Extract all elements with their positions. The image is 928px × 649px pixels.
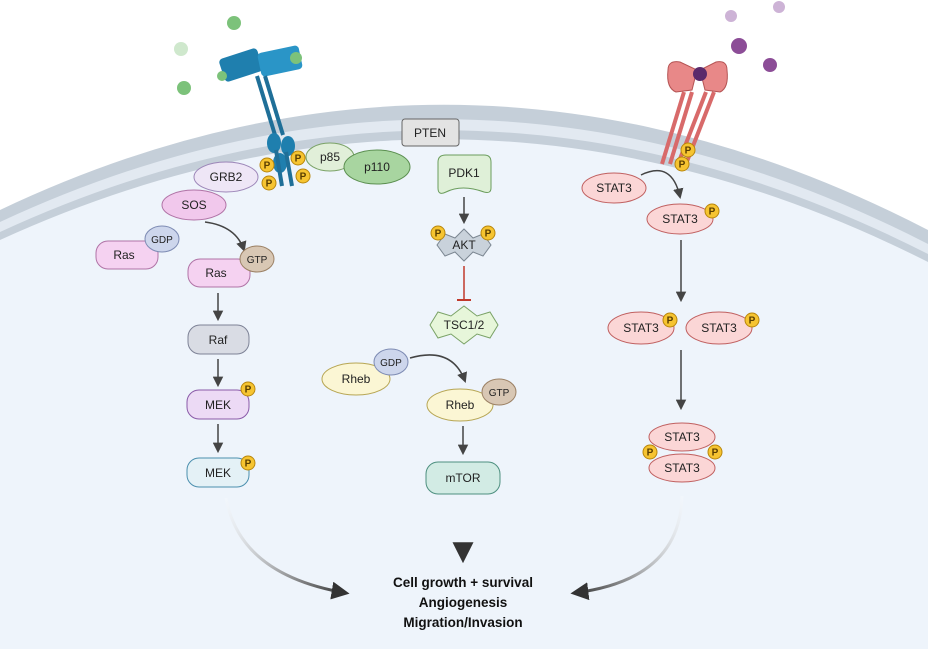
phospho-icon: P	[295, 168, 311, 184]
svg-text:STAT3: STAT3	[623, 321, 659, 335]
phospho-icon: P	[259, 157, 275, 173]
stat3-node-a: STAT3	[581, 172, 647, 204]
mapk-to-outcome-arrow	[224, 497, 350, 600]
svg-text:P: P	[485, 229, 492, 240]
rheb-active-node: Rheb	[426, 388, 494, 422]
pdk1-node: PDK1	[437, 154, 492, 194]
svg-text:STAT3: STAT3	[664, 461, 700, 475]
svg-text:P: P	[264, 161, 271, 172]
svg-text:STAT3: STAT3	[662, 212, 698, 226]
svg-text:Rheb: Rheb	[342, 372, 371, 386]
svg-text:P: P	[300, 172, 307, 183]
akt-inhibits-tsc	[457, 266, 471, 301]
svg-text:P: P	[709, 207, 716, 218]
phospho-icon: P	[680, 142, 696, 158]
stat3-node-c: STAT3	[607, 311, 675, 345]
svg-text:P: P	[667, 316, 674, 327]
svg-text:Raf: Raf	[209, 333, 228, 347]
grb2-node: GRB2	[193, 161, 259, 193]
svg-text:P: P	[245, 459, 252, 470]
phospho-icon: P	[704, 203, 720, 219]
phospho-icon: P	[430, 225, 446, 241]
svg-text:Rheb: Rheb	[446, 398, 475, 412]
rtk-ligands	[174, 16, 241, 95]
svg-text:p85: p85	[320, 150, 340, 164]
gdp-badge: GDP	[144, 225, 180, 253]
mtor-node: mTOR	[425, 461, 501, 495]
svg-text:Ras: Ras	[205, 266, 226, 280]
outcome-block: Cell growth + survival Angiogenesis Migr…	[393, 575, 533, 630]
rheb-activation-arrow	[409, 354, 467, 383]
mek-node-2: MEK	[186, 457, 250, 488]
svg-text:STAT3: STAT3	[596, 181, 632, 195]
gdp-badge: GDP	[373, 348, 409, 376]
svg-text:P: P	[295, 154, 302, 165]
phospho-icon: P	[744, 312, 760, 328]
svg-text:PTEN: PTEN	[414, 126, 446, 140]
svg-text:P: P	[679, 160, 686, 171]
svg-text:P: P	[712, 448, 719, 459]
svg-text:P: P	[245, 385, 252, 396]
stat3-node-b: STAT3	[646, 203, 714, 235]
phospho-icon: P	[290, 150, 306, 166]
mek-node-1: MEK	[186, 389, 250, 420]
phospho-icon: P	[240, 381, 256, 397]
stat-to-outcome-arrow	[570, 495, 684, 601]
sos-node: SOS	[161, 189, 227, 221]
pten-node: PTEN	[401, 118, 460, 147]
outcome-line-1: Cell growth + survival	[393, 575, 533, 590]
phospho-icon: P	[480, 225, 496, 241]
phospho-icon: P	[662, 312, 678, 328]
svg-text:GTP: GTP	[489, 388, 510, 399]
phospho-icon: P	[674, 156, 690, 172]
svg-text:P: P	[647, 448, 654, 459]
svg-text:P: P	[749, 316, 756, 327]
ras-active-node: Ras	[187, 258, 251, 288]
phospho-icon: P	[261, 175, 277, 191]
akt-node: AKT	[436, 228, 492, 262]
phospho-icon: P	[240, 455, 256, 471]
svg-text:P: P	[266, 179, 273, 190]
svg-text:P: P	[435, 229, 442, 240]
ras-activation-arrow	[204, 221, 247, 252]
stat3-node-d: STAT3	[685, 311, 753, 345]
stat3-phosphorylation-arrow	[640, 170, 684, 200]
svg-text:Ras: Ras	[113, 248, 134, 262]
stat3-dimer-top: STAT3	[648, 422, 716, 452]
svg-text:MEK: MEK	[205, 398, 231, 412]
svg-text:TSC1/2: TSC1/2	[444, 318, 485, 332]
stat3-dimer-bottom: STAT3	[648, 453, 716, 483]
svg-text:p110: p110	[364, 160, 390, 174]
phospho-icon: P	[642, 444, 658, 460]
svg-text:GTP: GTP	[247, 255, 268, 266]
gtp-badge: GTP	[239, 245, 275, 273]
svg-text:PDK1: PDK1	[448, 166, 480, 180]
svg-text:STAT3: STAT3	[664, 430, 700, 444]
svg-text:STAT3: STAT3	[701, 321, 737, 335]
raf-node: Raf	[187, 324, 250, 355]
ras-inactive-node: Ras	[95, 240, 159, 270]
tsc-node: TSC1/2	[429, 305, 499, 345]
svg-text:mTOR: mTOR	[445, 471, 480, 485]
svg-text:SOS: SOS	[181, 198, 206, 212]
outcome-line-2: Angiogenesis	[419, 595, 508, 610]
svg-text:GRB2: GRB2	[210, 170, 243, 184]
svg-text:GDP: GDP	[380, 358, 402, 369]
cytokine-ligands	[725, 1, 785, 72]
rtk-receptor-icon	[217, 45, 303, 187]
phospho-icon: P	[707, 444, 723, 460]
svg-text:AKT: AKT	[452, 238, 476, 252]
gtp-badge: GTP	[481, 378, 517, 406]
p110-node: p110	[343, 149, 411, 185]
svg-text:P: P	[685, 146, 692, 157]
svg-text:MEK: MEK	[205, 466, 231, 480]
stat3-dimer: STAT3 STAT3 P P	[642, 422, 723, 483]
rheb-inactive-node: Rheb	[321, 362, 391, 396]
rtk-phospho-group: P P P P	[259, 150, 311, 191]
svg-text:GDP: GDP	[151, 235, 173, 246]
outcome-line-3: Migration/Invasion	[403, 615, 522, 630]
